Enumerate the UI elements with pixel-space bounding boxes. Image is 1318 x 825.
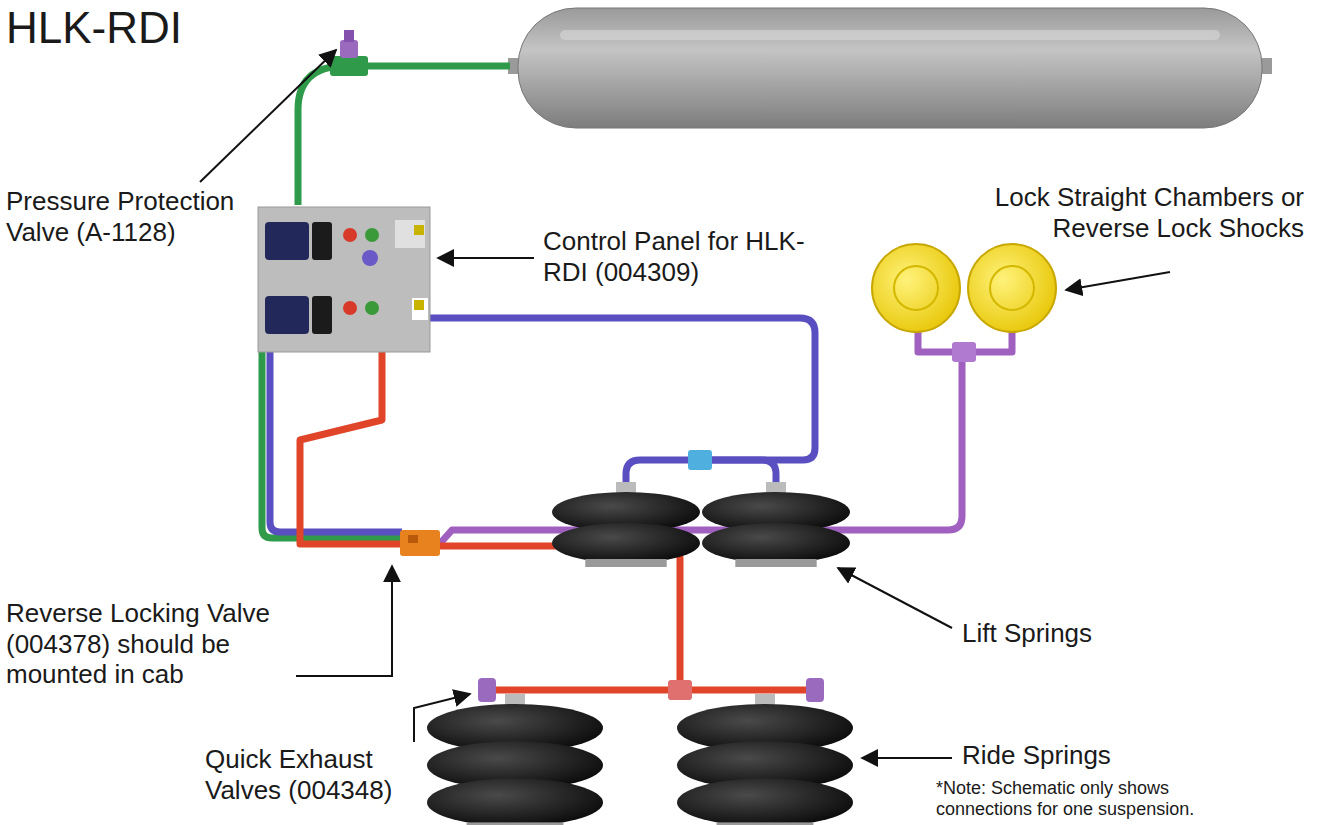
reverse-locking-valve bbox=[408, 535, 418, 543]
control-panel bbox=[365, 301, 379, 315]
part-label: Lock Straight Chambers or Reverse Lock S… bbox=[984, 182, 1304, 243]
ride-line bbox=[440, 546, 680, 690]
tee-fitting bbox=[952, 342, 976, 362]
lock-line bbox=[436, 362, 962, 548]
air-tank bbox=[508, 8, 1272, 128]
leader-line bbox=[838, 568, 952, 628]
lift-spring bbox=[702, 523, 850, 563]
pressure-protection-valve bbox=[330, 30, 368, 76]
control-panel bbox=[365, 228, 379, 242]
diagram-title: HLK-RDI bbox=[6, 2, 182, 54]
lift-spring bbox=[735, 559, 816, 567]
lock-chamber bbox=[990, 266, 1034, 310]
quick-exhaust-valve bbox=[478, 678, 496, 702]
part-label: Control Panel for HLK-RDI (004309) bbox=[543, 226, 808, 287]
control-panel bbox=[362, 250, 378, 266]
control-panel bbox=[343, 228, 357, 242]
pressure-protection-valve bbox=[344, 30, 354, 42]
lock-chamber bbox=[968, 244, 1056, 332]
control-panel bbox=[312, 296, 332, 334]
ride-spring bbox=[467, 822, 564, 825]
part-label: Quick Exhaust Valves (004348) bbox=[205, 744, 410, 805]
part-label: Ride Springs bbox=[962, 740, 1162, 771]
air-tank bbox=[560, 30, 1220, 40]
control-panel bbox=[265, 296, 309, 334]
part-label: *Note: Schematic only shows connections … bbox=[936, 778, 1236, 820]
lift-spring bbox=[552, 482, 850, 567]
reverse-locking-valve bbox=[400, 530, 440, 556]
pressure-protection-valve bbox=[340, 40, 358, 58]
tee-fitting bbox=[668, 680, 692, 700]
quick-exhaust-valve bbox=[806, 678, 824, 702]
ride-spring bbox=[427, 778, 603, 825]
leader-line bbox=[200, 50, 1170, 758]
part-label: Reverse Locking Valve (004378) should be… bbox=[6, 598, 296, 690]
control-panel bbox=[265, 222, 309, 260]
pressure-protection-valve bbox=[330, 56, 368, 76]
leader-line bbox=[1066, 272, 1170, 290]
supply-line bbox=[298, 66, 510, 205]
lock-chamber bbox=[872, 244, 960, 332]
control-panel bbox=[414, 300, 424, 310]
part-label: Pressure Protection Valve (A-1128) bbox=[6, 186, 281, 247]
leader-line bbox=[200, 50, 336, 182]
ride-spring bbox=[717, 822, 814, 825]
control-panel bbox=[258, 207, 430, 352]
lift-spring bbox=[552, 523, 700, 563]
leader-line bbox=[414, 694, 470, 742]
lock-chamber bbox=[894, 266, 938, 310]
lift-line bbox=[428, 318, 815, 460]
control-panel bbox=[395, 220, 425, 248]
control-panel bbox=[312, 222, 332, 260]
part-label: Lift Springs bbox=[962, 618, 1162, 649]
lift-spring bbox=[585, 559, 666, 567]
tee-fitting bbox=[688, 450, 712, 470]
lock-line bbox=[436, 330, 1012, 548]
control-panel bbox=[412, 298, 428, 320]
leader-line bbox=[296, 566, 392, 676]
reverse-locking-valve bbox=[400, 530, 440, 556]
air-tank bbox=[518, 8, 1262, 128]
control-panel bbox=[343, 301, 357, 315]
ride-spring bbox=[677, 778, 853, 825]
control-panel bbox=[258, 207, 430, 352]
ride-line bbox=[300, 342, 402, 544]
leader-line bbox=[862, 757, 952, 759]
control-panel bbox=[414, 225, 424, 235]
lock-chamber bbox=[872, 244, 1056, 332]
leader-line bbox=[438, 257, 534, 259]
ride-spring bbox=[427, 694, 853, 825]
ride-line bbox=[492, 687, 812, 694]
